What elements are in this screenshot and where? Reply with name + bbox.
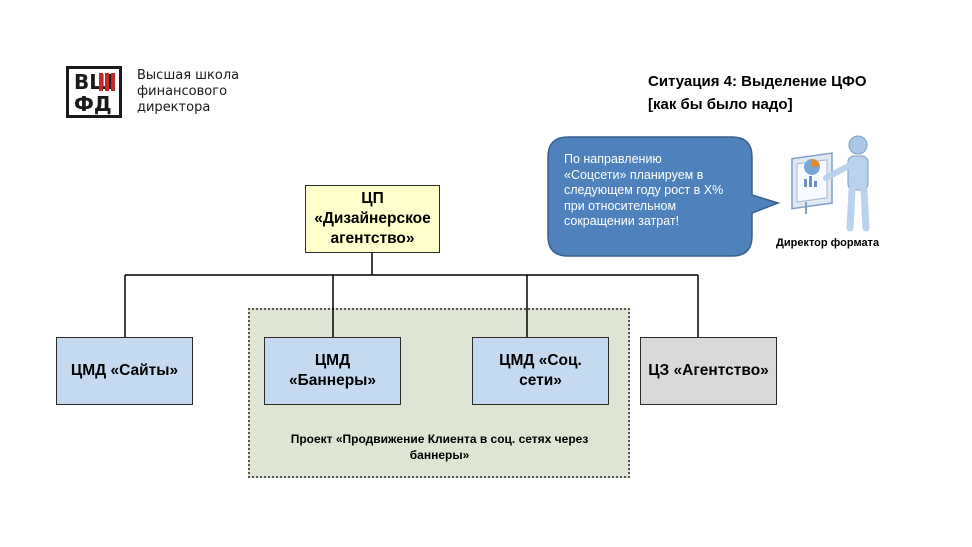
logo-text-line: финансового xyxy=(137,84,228,99)
callout-line: По направлению xyxy=(564,152,662,166)
logo-text-line: Высшая школа xyxy=(137,68,240,83)
org-unit-label: ЦЗ «Агентство» xyxy=(648,362,769,379)
person-caption: Директор формата xyxy=(776,237,880,249)
speech-bubble xyxy=(547,136,781,257)
logo-text: Высшая школа финансового директора xyxy=(137,68,239,116)
logo-text-line: директора xyxy=(137,100,211,115)
project-caption-line: баннеры» xyxy=(409,448,470,462)
logo-accent-bars xyxy=(99,73,117,91)
callout-line: «Соцсети» планируем в xyxy=(564,167,704,182)
logo-row1: ВШ xyxy=(74,70,114,94)
org-unit-label: ЦМД «Сайты» xyxy=(70,362,179,379)
logo: ВШ ФД xyxy=(66,66,122,118)
callout-line: следующем году рост в Х% xyxy=(564,183,724,197)
slide-title-line2: [как бы было надо] xyxy=(648,96,793,113)
org-top-line: «Дизайнерское xyxy=(314,210,431,227)
org-unit-label: ЦМД xyxy=(314,352,351,369)
slide-title: Ситуация 4: Выделение ЦФО [как бы было н… xyxy=(648,70,867,116)
org-unit-label: сети» xyxy=(519,372,562,389)
org-unit-label: «Баннеры» xyxy=(288,372,377,389)
callout-line: при относительном xyxy=(564,198,677,213)
org-unit-agency: ЦЗ «Агентство» xyxy=(640,337,777,405)
org-unit-banners: ЦМД «Баннеры» xyxy=(264,337,401,405)
callout-line: сокращении затрат! xyxy=(564,214,680,228)
project-caption: Проект «Продвижение Клиента в соц. сетях… xyxy=(262,431,617,463)
org-unit-label: ЦМД «Соц. xyxy=(499,352,582,369)
project-caption-line: Проект «Продвижение Клиента в соц. сетях… xyxy=(290,432,589,446)
org-top-line: ЦП xyxy=(361,190,384,207)
slide-title-line1: Ситуация 4: Выделение ЦФО xyxy=(648,73,867,90)
org-unit-sites: ЦМД «Сайты» xyxy=(56,337,193,405)
org-top-line: агентство» xyxy=(330,230,415,247)
org-unit-social: ЦМД «Соц. сети» xyxy=(472,337,609,405)
logo-row2: ФД xyxy=(74,92,112,116)
presenter-icon xyxy=(791,135,870,232)
org-top-box: ЦП «Дизайнерское агентство» xyxy=(305,185,440,253)
callout-text: По направлению «Соцсети» планируем в сле… xyxy=(564,152,749,230)
